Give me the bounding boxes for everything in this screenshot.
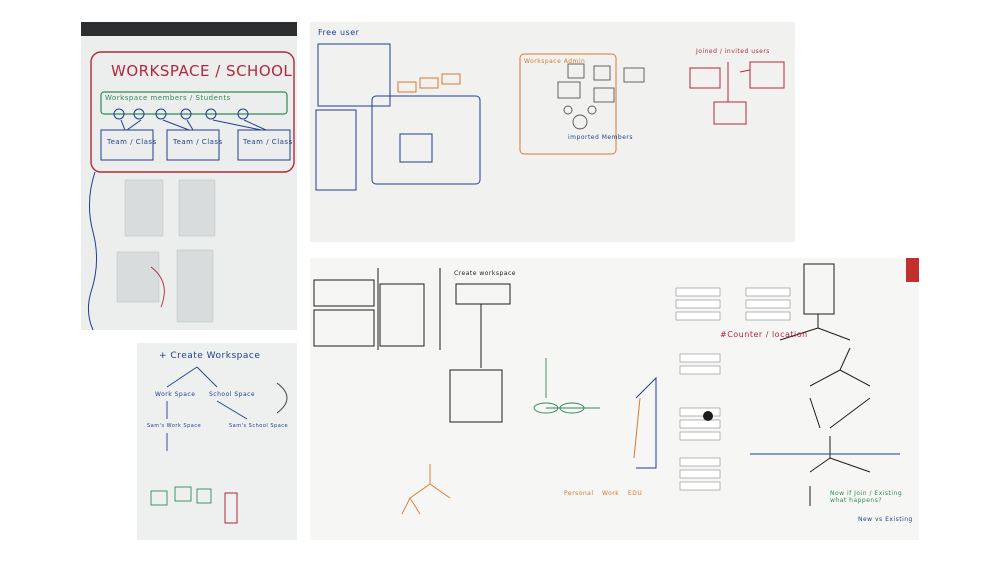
free-user-label: Free user: [318, 28, 360, 37]
new-vs-existing-label: New vs Existing: [858, 516, 913, 523]
counter-location-label: #Counter / location: [720, 330, 808, 339]
now-existing-question: Now if Join / Existing what happens?: [830, 490, 903, 504]
school-space-label: School Space: [209, 391, 256, 398]
create-workspace-label: Create workspace: [454, 270, 516, 277]
whiteboard-sketch: [310, 22, 795, 242]
sams-school-space-label: Sam's School Space: [229, 423, 289, 429]
work-label: Work: [602, 490, 620, 497]
team-class-label-1: Team / Class: [107, 138, 157, 146]
workspace-school-title: WORKSPACE / SCHOOL: [111, 62, 293, 80]
whiteboard-sketch: [81, 22, 297, 330]
whiteboard-photo-create-workspace: + Create Workspace Work Space School Spa…: [137, 343, 297, 540]
whiteboard-sketch: [137, 343, 297, 540]
team-class-label-3: Team / Class: [243, 138, 293, 146]
whiteboard-photo-onboarding-flow: Create workspace #Counter / location Per…: [310, 258, 919, 540]
workspace-admin-label: Workspace Admin: [524, 58, 586, 65]
joined-users-label: Joined / invited users: [696, 48, 770, 55]
whiteboard-sketch: [310, 258, 919, 540]
whiteboard-photo-workspace-school: WORKSPACE / SCHOOL Workspace members / S…: [81, 22, 297, 330]
sams-work-space-label: Sam's Work Space: [147, 423, 202, 429]
edu-label: EDU: [628, 490, 643, 497]
imported-members-label: imported Members: [568, 134, 634, 141]
team-class-label-2: Team / Class: [173, 138, 223, 146]
personal-label: Personal: [564, 490, 594, 497]
whiteboard-photo-free-user-flow: Free user Workspace Admin imported Membe…: [310, 22, 795, 242]
create-workspace-label: + Create Workspace: [159, 351, 261, 361]
work-space-label: Work Space: [155, 391, 196, 398]
members-label: Workspace members / Students: [105, 94, 231, 102]
